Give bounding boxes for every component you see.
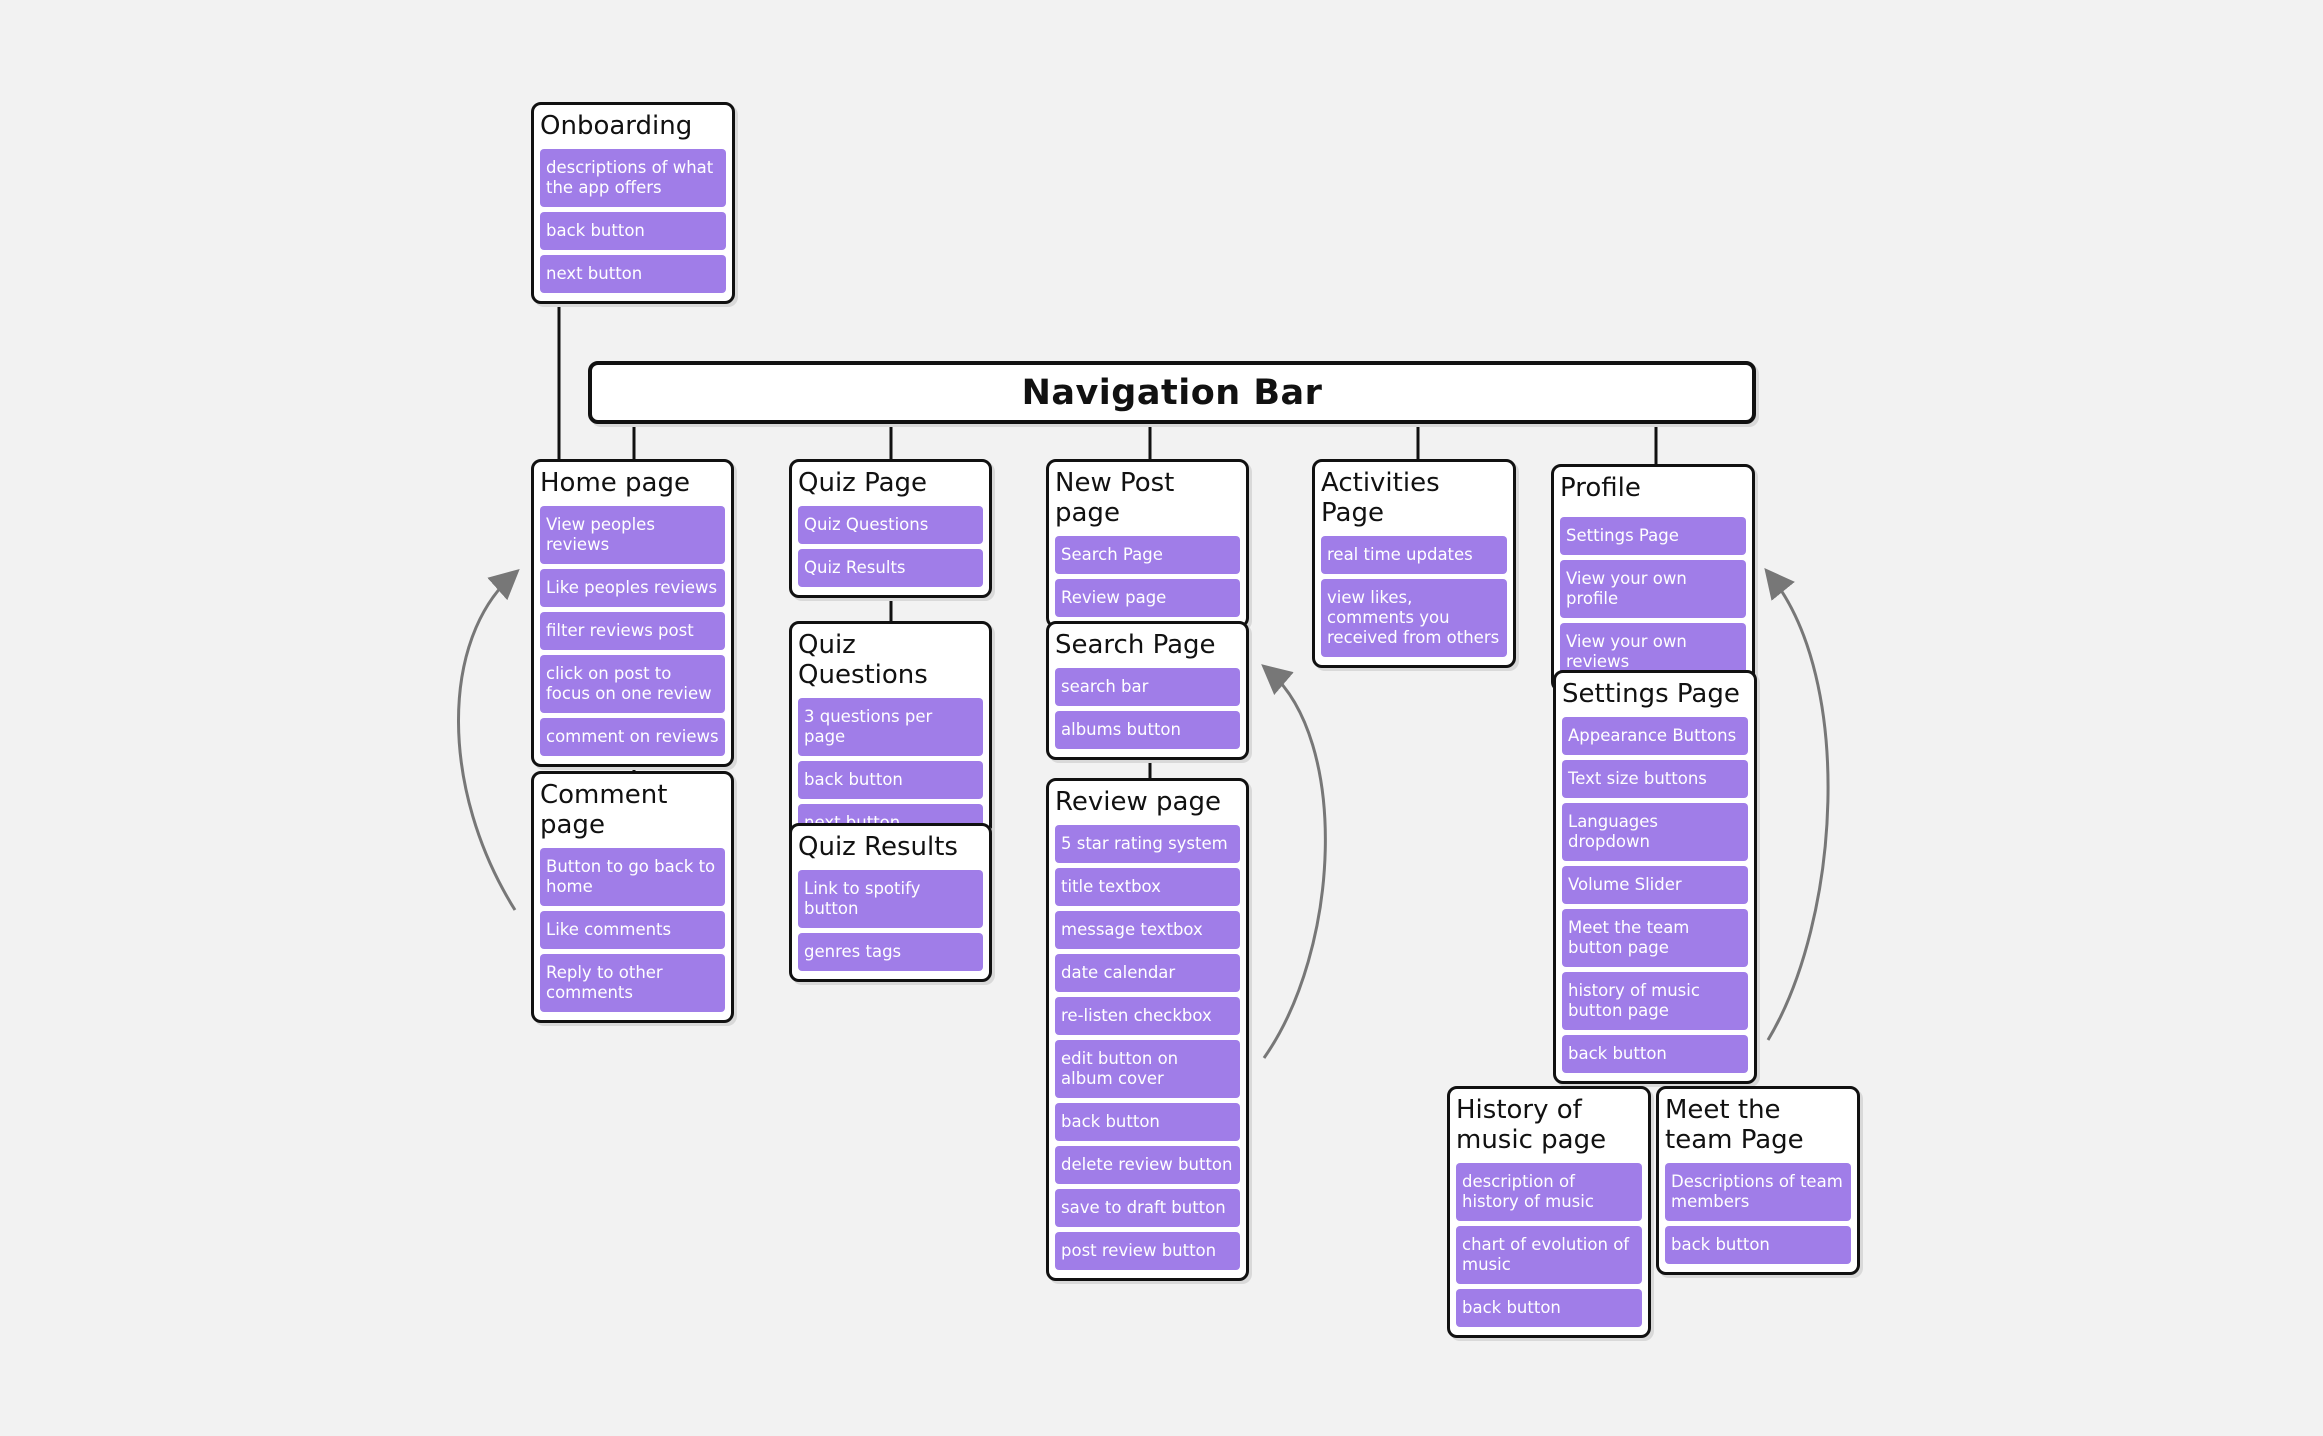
item-review-title-textbox: title textbox: [1055, 868, 1240, 906]
item-settings-text-size: Text size buttons: [1562, 760, 1748, 798]
item-questions-back-button: back button: [798, 761, 983, 799]
item-activities-view-likes: view likes, comments you received from o…: [1321, 579, 1507, 657]
navigation-bar: Navigation Bar: [588, 361, 1756, 424]
item-review-relisten-checkbox: re-listen checkbox: [1055, 997, 1240, 1035]
card-title-comment: Comment page: [540, 780, 668, 840]
card-history-of-music: History of music page description of his…: [1447, 1086, 1651, 1338]
card-profile: Profile Settings Page View your own prof…: [1551, 464, 1755, 692]
card-quiz-page: Quiz Page Quiz Questions Quiz Results: [789, 459, 992, 598]
item-newpost-search-page: Search Page: [1055, 536, 1240, 574]
item-comment-back-home: Button to go back to home: [540, 848, 725, 906]
item-quiz-results: Quiz Results: [798, 549, 983, 587]
card-search-page: Search Page search bar albums button: [1046, 621, 1249, 760]
item-onboarding-next-button: next button: [540, 255, 726, 293]
item-history-chart: chart of evolution of music: [1456, 1226, 1642, 1284]
card-title-team: Meet the team Page: [1665, 1095, 1804, 1155]
card-settings-page: Settings Page Appearance Buttons Text si…: [1553, 670, 1757, 1084]
item-settings-volume: Volume Slider: [1562, 866, 1748, 904]
item-home-focus-review: click on post to focus on one review: [540, 655, 725, 713]
card-title-settings: Settings Page: [1562, 679, 1740, 709]
card-title-activities: Activities Page: [1321, 468, 1440, 528]
item-history-description: description of history of music: [1456, 1163, 1642, 1221]
card-title-quiz: Quiz Page: [798, 468, 928, 498]
item-newpost-review-page: Review page: [1055, 579, 1240, 617]
card-activities-page: Activities Page real time updates view l…: [1312, 459, 1516, 668]
item-comment-like: Like comments: [540, 911, 725, 949]
item-team-descriptions: Descriptions of team members: [1665, 1163, 1851, 1221]
card-quiz-results: Quiz Results Link to spotify button genr…: [789, 823, 992, 982]
card-new-post-page: New Post page Search Page Review page: [1046, 459, 1249, 628]
item-review-post-button: post review button: [1055, 1232, 1240, 1270]
item-settings-appearance: Appearance Buttons: [1562, 717, 1748, 755]
card-title-search: Search Page: [1055, 630, 1216, 660]
card-meet-the-team: Meet the team Page Descriptions of team …: [1656, 1086, 1860, 1275]
item-onboarding-back-button: back button: [540, 212, 726, 250]
item-comment-reply: Reply to other comments: [540, 954, 725, 1012]
navigation-bar-label: Navigation Bar: [1021, 372, 1323, 413]
card-quiz-questions: Quiz Questions 3 questions per page back…: [789, 621, 992, 853]
card-review-page: Review page 5 star rating system title t…: [1046, 778, 1249, 1281]
arrow-settings-to-profile: [1764, 567, 1830, 1041]
item-review-save-draft-button: save to draft button: [1055, 1189, 1240, 1227]
card-title-new-post: New Post page: [1055, 468, 1175, 528]
item-review-date-calendar: date calendar: [1055, 954, 1240, 992]
card-comment-page: Comment page Button to go back to home L…: [531, 771, 734, 1023]
item-search-bar: search bar: [1055, 668, 1240, 706]
arrow-review-to-search: [1261, 664, 1327, 1059]
card-title-onboarding: Onboarding: [540, 111, 693, 141]
card-title-history: History of music page: [1456, 1095, 1607, 1155]
card-title-home: Home page: [540, 468, 690, 498]
item-profile-view-profile: View your own profile: [1560, 560, 1746, 618]
item-home-like-reviews: Like peoples reviews: [540, 569, 725, 607]
item-review-back-button: back button: [1055, 1103, 1240, 1141]
card-onboarding: Onboarding descriptions of what the app …: [531, 102, 735, 304]
item-results-genres-tags: genres tags: [798, 933, 983, 971]
item-profile-settings-page: Settings Page: [1560, 517, 1746, 555]
item-settings-meet-team: Meet the team button page: [1562, 909, 1748, 967]
card-title-review: Review page: [1055, 787, 1221, 817]
item-team-back-button: back button: [1665, 1226, 1851, 1264]
item-settings-languages: Languages dropdown: [1562, 803, 1748, 861]
arrow-comment-to-home: [457, 569, 520, 911]
item-settings-back-button: back button: [1562, 1035, 1748, 1073]
item-settings-history-music: history of music button page: [1562, 972, 1748, 1030]
card-title-quiz-questions: Quiz Questions: [798, 630, 928, 690]
item-history-back-button: back button: [1456, 1289, 1642, 1327]
item-questions-per-page: 3 questions per page: [798, 698, 983, 756]
card-home-page: Home page View peoples reviews Like peop…: [531, 459, 734, 767]
item-results-spotify-button: Link to spotify button: [798, 870, 983, 928]
item-review-message-textbox: message textbox: [1055, 911, 1240, 949]
item-onboarding-descriptions: descriptions of what the app offers: [540, 149, 726, 207]
item-review-edit-album-cover: edit button on album cover: [1055, 1040, 1240, 1098]
item-home-filter-reviews: filter reviews post: [540, 612, 725, 650]
item-review-star-rating: 5 star rating system: [1055, 825, 1240, 863]
item-activities-realtime-updates: real time updates: [1321, 536, 1507, 574]
item-home-comment-reviews: comment on reviews: [540, 718, 725, 756]
item-search-albums-button: albums button: [1055, 711, 1240, 749]
item-review-delete-button: delete review button: [1055, 1146, 1240, 1184]
card-title-quiz-results: Quiz Results: [798, 832, 958, 862]
item-quiz-questions: Quiz Questions: [798, 506, 983, 544]
item-home-view-reviews: View peoples reviews: [540, 506, 725, 564]
card-title-profile: Profile: [1560, 473, 1641, 503]
